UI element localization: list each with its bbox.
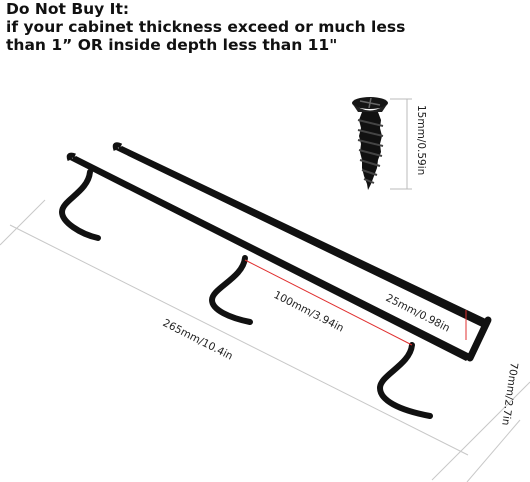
warning-line-2: than 1” OR inside depth less than 11": [6, 36, 338, 54]
rack-front-bar: [70, 156, 472, 361]
rack-hook-3: [376, 342, 433, 419]
screw-thread: [357, 119, 384, 184]
warning-title: Do Not Buy It:: [6, 0, 130, 18]
rack-back-bar: [116, 146, 488, 327]
screw-icon: [352, 97, 388, 190]
hanger-rack-icon: [58, 142, 492, 419]
rack-hook-1: [58, 169, 101, 241]
warning-notice: Do Not Buy It: if your cabinet thickness…: [6, 0, 405, 54]
hook-spacing-label: 100mm/3.94in: [272, 289, 346, 335]
warning-line-1: if your cabinet thickness exceed or much…: [6, 18, 406, 36]
accent-dimension-lines: [244, 259, 467, 346]
screw-length-label: 15mm/0.59in: [415, 105, 427, 175]
rack-end-bracket: [466, 316, 492, 362]
bar-height-label: 70mm/2.7in: [499, 362, 520, 427]
total-length-label: 265mm/10.4in: [161, 317, 235, 363]
screw-dimension: 15mm/0.59in: [390, 98, 427, 190]
rack-hook-2: [208, 255, 253, 325]
screw-cross-slot: [359, 97, 381, 109]
screw-head-underside: [352, 103, 388, 112]
guide-lines: [0, 199, 530, 482]
